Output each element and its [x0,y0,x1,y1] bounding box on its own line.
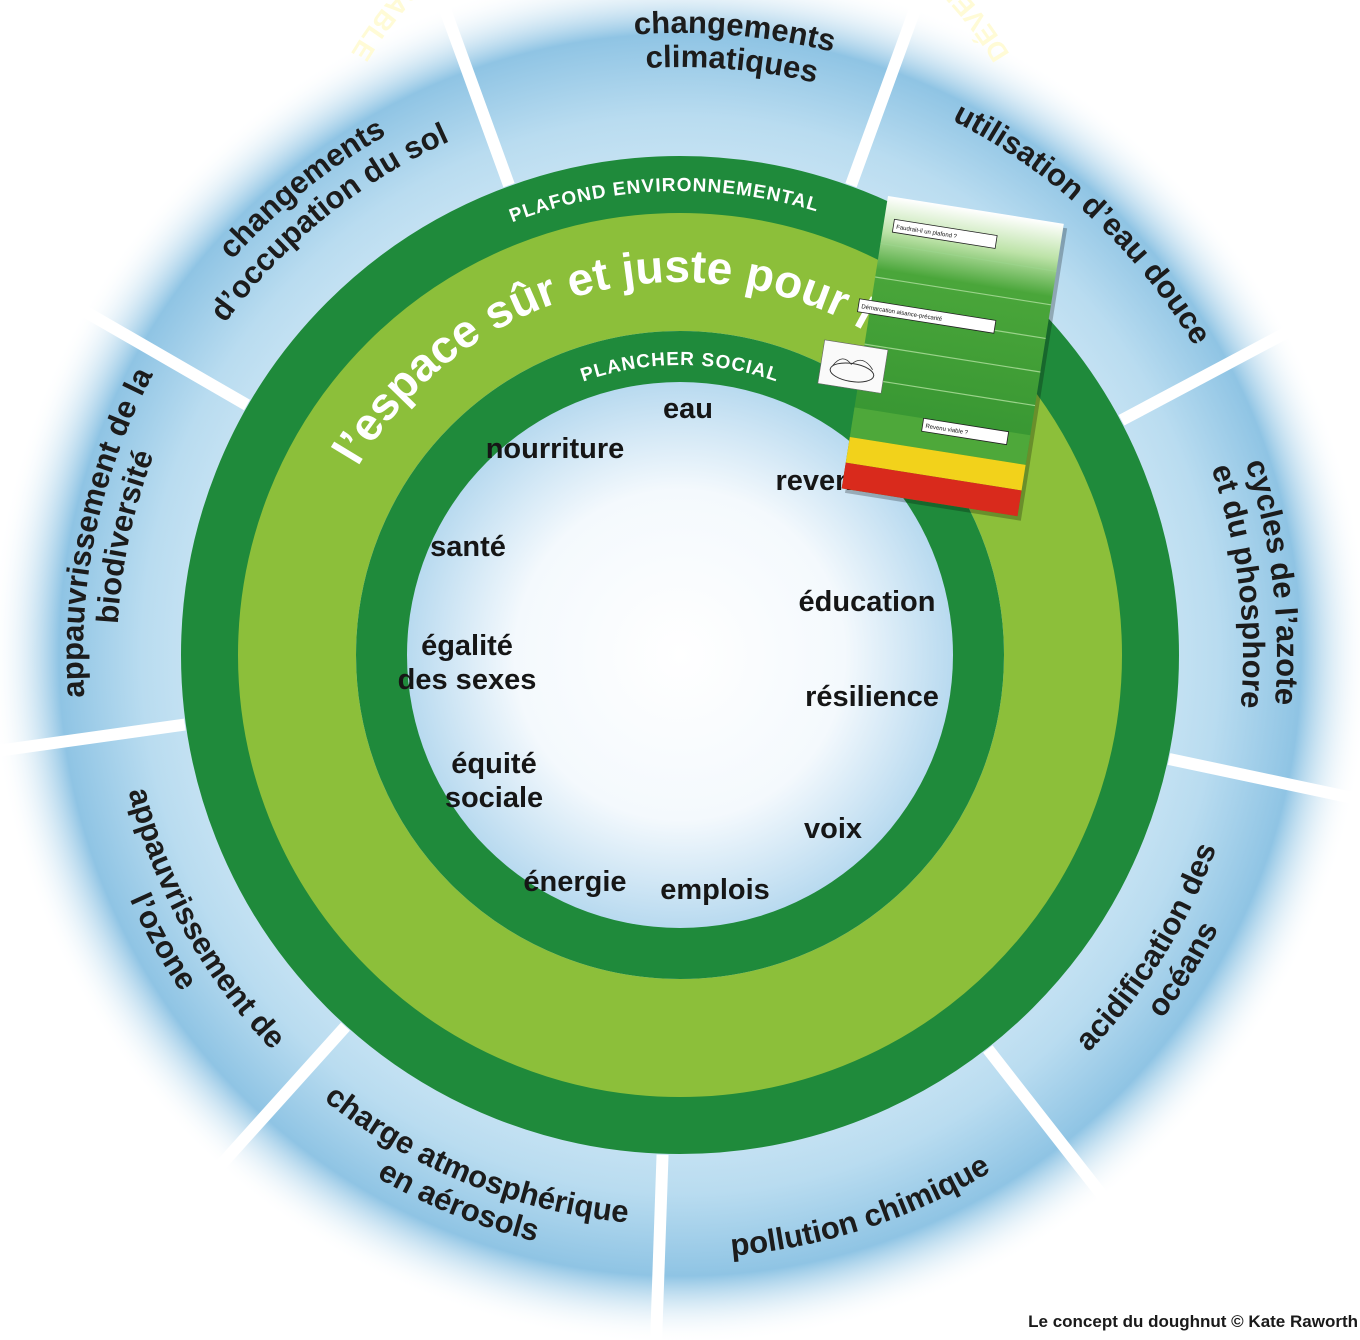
card-band-red [841,462,1022,517]
social-foundation-label: voix [804,813,862,845]
social-foundation-label: éducation [799,586,936,618]
card-line [875,276,1052,306]
card-line [880,242,1057,272]
safe-space-band [238,213,1122,1097]
card-band-yellow [845,436,1026,491]
card-note-ceiling-box [891,218,998,249]
overlay-card-group: Faudrait-il un plafond ?Démarcation aisa… [817,196,1068,521]
card-note-demarcation-box [857,298,997,334]
rings [181,156,1179,1154]
card-sketch [817,339,889,394]
social-foundation-label: emplois [660,874,770,906]
card-band-green [849,407,1031,465]
social-foundation-label: énergie [523,866,626,898]
outer-spoke [650,1154,669,1340]
outer-spoke [1167,753,1360,806]
outer-spoke [1118,321,1301,426]
environmental-ceiling-ring [181,156,1179,1154]
social-foundation-label: santé [430,531,506,563]
sketch-bowl [829,362,875,383]
social-foundation-label: nourriture [486,433,625,465]
sketch-lines [832,358,873,370]
outer-spoke [983,1045,1116,1211]
outer-spoke [845,0,925,188]
outer-spoke [70,299,250,411]
card-line [859,377,1036,407]
social-foundation-label: eau [663,393,713,425]
card-note-viable-income-box [921,417,1010,446]
outer-spoke [0,718,186,757]
outer-spoke [207,1022,350,1180]
outer-spoke [435,0,515,188]
card-line [864,343,1041,373]
overlay-card: Faudrait-il un plafond ?Démarcation aisa… [817,196,1068,521]
social-floor-ring [356,331,1004,979]
inner-disc [407,382,953,928]
social-foundation-label: résilience [805,681,939,713]
credit-line: Le concept du doughnut © Kate Raworth [1028,1312,1358,1331]
